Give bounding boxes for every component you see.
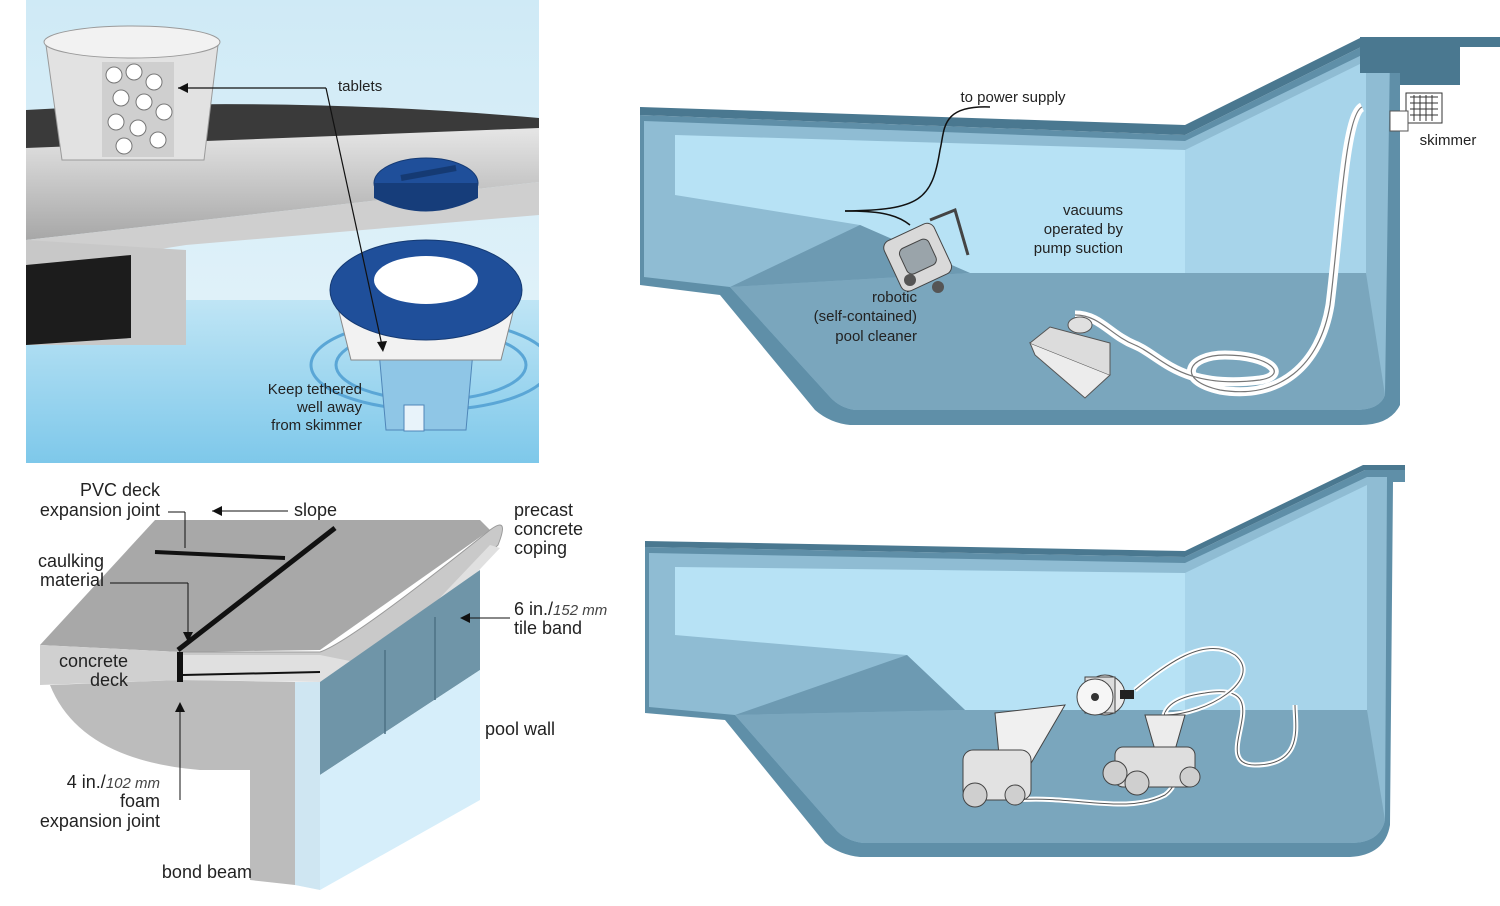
dispenser-panel: tablets Keep tethered well away from ski… <box>26 0 553 463</box>
pool-wall-label: pool wall <box>485 719 555 739</box>
caulk-label-line-1: caulking <box>38 551 104 571</box>
foam-label-line-1: foam <box>120 791 160 811</box>
foam-dimension-metric: 102 mm <box>106 775 160 792</box>
tile-label: tile band <box>514 618 582 638</box>
concrete-deck-front <box>40 645 180 685</box>
coping <box>645 465 1405 557</box>
tile-dimension: 6 in./152 mm <box>514 599 607 619</box>
arrowhead <box>377 341 387 352</box>
robot-label-line-3: pool cleaner <box>835 328 917 345</box>
skimmer-label: skimmer <box>1420 132 1477 149</box>
deck-label-line-1: concrete <box>59 651 128 671</box>
vacuum-label-line-1: vacuums <box>1063 202 1123 219</box>
warning-label-line-2: well away <box>296 399 363 416</box>
pressure-cleaner-right <box>1102 714 1201 796</box>
pvc-joint <box>154 550 286 560</box>
dispenser-illustration: tablets Keep tethered well away from ski… <box>26 0 553 463</box>
back-wall-water <box>675 567 1185 710</box>
skimmer-housing <box>1360 37 1500 85</box>
back-wall-water <box>675 135 1185 273</box>
pool-wall-face <box>320 670 480 890</box>
suction-cleaner-illustration: to power supply skimmer vacuums operated… <box>640 37 1500 425</box>
coping-label-line-3: coping <box>514 538 567 558</box>
warning-label-line-1: Keep tethered <box>268 381 362 398</box>
tile-band <box>320 570 480 775</box>
tablet-cup <box>43 25 221 161</box>
pressure-cleaner-left <box>962 704 1066 808</box>
tile-dimension-metric: 152 mm <box>553 602 607 619</box>
side-wall <box>1185 61 1366 273</box>
pressure-cleaner-illustration <box>645 465 1405 857</box>
warning-label-line-3: from skimmer <box>271 417 362 434</box>
bond-beam <box>50 680 295 885</box>
booster-canister <box>1076 674 1134 716</box>
coping-section-illustration: PVC deck expansion joint slope caulking … <box>38 480 607 890</box>
control-joint <box>176 526 337 652</box>
skimmer-fitting <box>1389 110 1409 132</box>
concrete-deck-top <box>40 520 490 652</box>
pvc-label-line-2: expansion joint <box>40 500 160 520</box>
suction-cleaner-head <box>1029 316 1111 399</box>
robot-label-line-1: robotic <box>872 289 918 306</box>
robotic-cleaner <box>883 207 970 293</box>
coping-section-panel: PVC deck expansion joint slope caulking … <box>20 470 640 900</box>
tablets-leader-2 <box>325 87 384 351</box>
caulk-label-line-2: material <box>40 570 104 590</box>
floating-dispenser <box>329 157 523 432</box>
skimmer-basket <box>1405 92 1443 124</box>
tile-dimension-imperial: 6 in./ <box>514 599 553 619</box>
foam-dimension: 4 in./102 mm <box>67 772 160 792</box>
power-cord <box>844 106 991 212</box>
slope <box>735 655 965 715</box>
tablets-label: tablets <box>338 78 382 95</box>
arrowhead <box>178 83 188 93</box>
coping-label-line-2: concrete <box>514 519 583 539</box>
skimmer-opening <box>26 255 131 345</box>
robot-label-line-2: (self-contained) <box>814 308 917 325</box>
foam-label-line-2: expansion joint <box>40 811 160 831</box>
suction-cleaner-panel: to power supply skimmer vacuums operated… <box>640 25 1500 435</box>
foam-dimension-imperial: 4 in./ <box>67 772 106 792</box>
coping-label-line-1: precast <box>514 500 573 520</box>
vacuum-label-line-2: operated by <box>1044 221 1124 238</box>
bond-beam-label: bond beam <box>162 862 252 882</box>
power-supply-label: to power supply <box>960 89 1066 106</box>
pool-floor <box>735 710 1385 843</box>
pool-wall-edge <box>295 682 320 890</box>
deck-label-line-2: deck <box>90 670 129 690</box>
pvc-label-line-1: PVC deck <box>80 480 161 500</box>
pressure-cleaner-panel <box>645 465 1500 865</box>
vacuum-label-line-3: pump suction <box>1034 240 1123 257</box>
slope-label: slope <box>294 500 337 520</box>
